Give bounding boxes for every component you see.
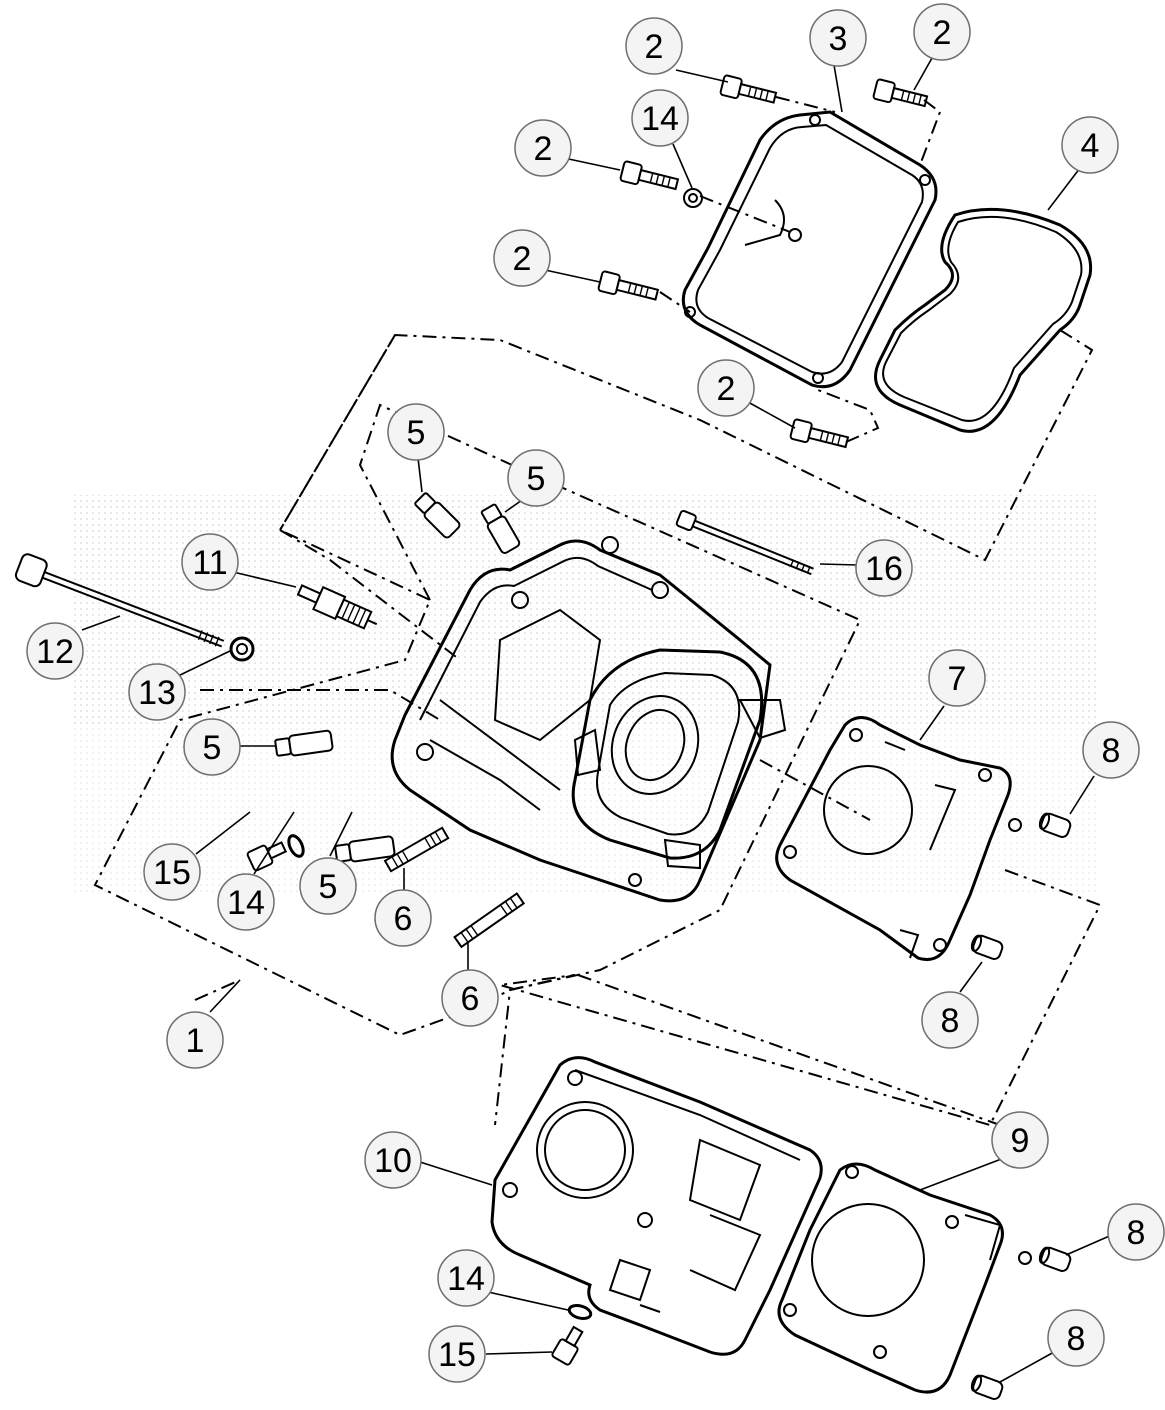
callout-number: 13 — [138, 674, 176, 712]
callout: 2 — [697, 359, 755, 417]
callout-number: 8 — [941, 1002, 960, 1040]
long-stud — [675, 509, 814, 576]
callout-number: 8 — [1127, 1214, 1146, 1252]
valve-guide-icon — [414, 492, 461, 539]
callout: 5 — [507, 449, 565, 507]
dowel-icon — [1038, 1246, 1072, 1272]
stud-icon — [453, 892, 526, 949]
callout-number: 7 — [948, 660, 967, 698]
callout-number: 14 — [447, 1260, 485, 1298]
callout: 12 — [26, 622, 84, 680]
callout-number: 14 — [227, 884, 265, 922]
washer-icon — [567, 1304, 593, 1320]
base-gasket — [777, 1162, 1032, 1394]
valve-cover — [681, 110, 938, 389]
watermark-band — [70, 495, 1100, 895]
callout: 6 — [374, 889, 432, 947]
callout: 2 — [625, 17, 683, 75]
callout: 1 — [166, 1011, 224, 1069]
stud-icon — [383, 826, 450, 873]
bolt-icon — [719, 74, 778, 104]
dowel-icon — [970, 934, 1004, 960]
cylinder-head — [390, 536, 787, 903]
callout-number: 11 — [192, 544, 227, 582]
bolt-icon — [619, 160, 680, 191]
long-bolt — [14, 553, 225, 648]
callout: 14 — [437, 1249, 495, 1307]
callout: 15 — [428, 1325, 486, 1383]
valve-cover-gasket — [874, 207, 1093, 433]
callout-number: 9 — [1011, 1122, 1030, 1160]
callout: 11 — [181, 533, 239, 591]
callout: 2 — [913, 3, 971, 61]
valve-guide-icon — [480, 503, 521, 554]
dowel-icon — [970, 1374, 1004, 1400]
callout: 9 — [991, 1111, 1049, 1169]
callout: 5 — [183, 718, 241, 776]
spark-plug — [296, 584, 378, 630]
callout: 15 — [143, 843, 201, 901]
head-gasket — [775, 716, 1022, 961]
callout-number: 2 — [933, 14, 952, 52]
bolt-icon — [789, 418, 850, 449]
cylinder — [490, 1056, 823, 1356]
bolt-icon — [872, 78, 929, 108]
callout-number: 15 — [153, 854, 191, 892]
callout-number: 16 — [865, 550, 903, 588]
callout-number: 2 — [717, 370, 736, 408]
callout: 8 — [1107, 1203, 1165, 1261]
callout: 14 — [631, 89, 689, 147]
callout-number: 5 — [527, 460, 546, 498]
callout-number: 2 — [513, 240, 532, 278]
cover-bolts — [597, 74, 929, 449]
callout-number: 8 — [1102, 732, 1121, 770]
callout: 14 — [217, 873, 275, 931]
bolt-icon — [597, 270, 660, 301]
callout: 8 — [921, 991, 979, 1049]
callout: 8 — [1047, 1309, 1105, 1367]
callout: 3 — [809, 9, 867, 67]
leader-lines — [81, 57, 1115, 1383]
callout: 2 — [493, 229, 551, 287]
callout: 16 — [855, 539, 913, 597]
washer-icon — [683, 188, 703, 208]
callout-number: 8 — [1067, 1320, 1086, 1358]
callout-number: 12 — [36, 633, 74, 671]
callout-number: 5 — [407, 414, 426, 452]
callout-number: 4 — [1081, 127, 1100, 165]
head-screw — [246, 841, 288, 872]
cover-assembly-lines — [279, 96, 1094, 562]
washer-icon — [229, 636, 255, 662]
callout-number: 2 — [645, 28, 664, 66]
callout: 8 — [1082, 721, 1140, 779]
callout-number: 6 — [461, 980, 480, 1018]
callout: 13 — [128, 663, 186, 721]
callout-number: 6 — [394, 900, 413, 938]
washer-icon — [287, 834, 305, 858]
callout-number: 5 — [203, 729, 222, 767]
callout-number: 5 — [319, 868, 338, 906]
callout-number: 10 — [374, 1142, 412, 1180]
callout: 6 — [441, 969, 499, 1027]
dowel-icon — [1038, 812, 1072, 838]
valve-guide-icon — [274, 729, 334, 757]
callout-number: 1 — [186, 1022, 205, 1060]
callout-number: 15 — [438, 1336, 476, 1374]
cylinder-screw — [551, 1325, 584, 1366]
valve-guides — [274, 492, 521, 863]
gasket-assembly-lines — [759, 759, 871, 821]
callout: 10 — [364, 1131, 422, 1189]
callout: 7 — [928, 649, 986, 707]
callout: 4 — [1061, 116, 1119, 174]
callout: 5 — [299, 857, 357, 915]
valve-guide-icon — [334, 835, 396, 863]
callout-number: 3 — [829, 20, 848, 58]
callout-number: 14 — [641, 100, 679, 138]
callout: 2 — [514, 119, 572, 177]
callout: 5 — [387, 403, 445, 461]
callout-number: 2 — [534, 130, 553, 168]
